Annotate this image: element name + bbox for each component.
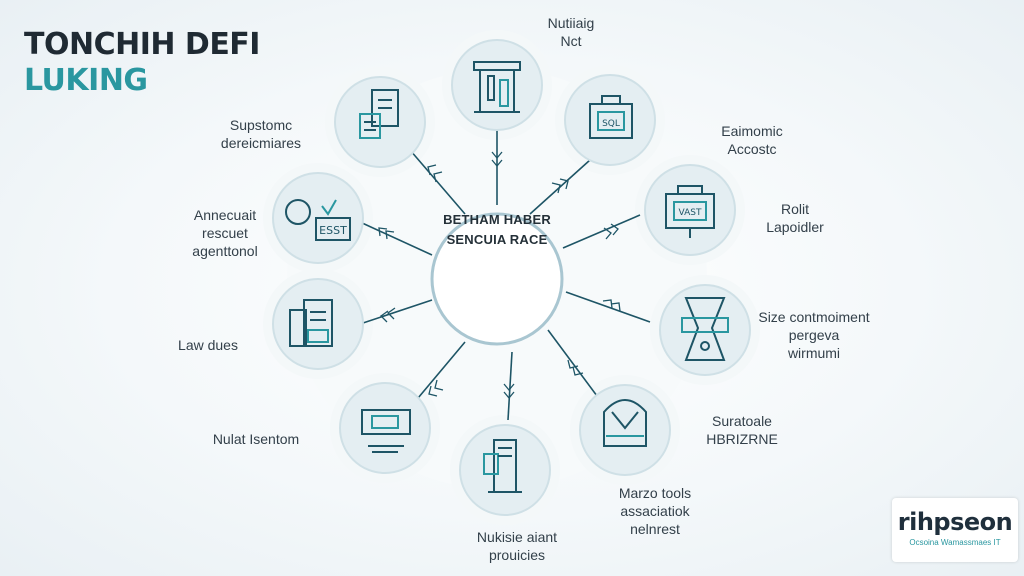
page-title: TONCHIH DEFI LUKING (24, 30, 260, 96)
hub-line-1: BETHAM HABER (443, 212, 551, 227)
label-line: Marzo tools (618, 485, 692, 501)
brand-logo: rihpseon Ocsoina Wamassmaes IT (892, 498, 1018, 562)
node-left-middle (272, 278, 364, 370)
label-line: prouicies (488, 547, 546, 563)
monitor-icon (361, 409, 411, 453)
label-line: Rolit (780, 201, 809, 217)
node-right-upper: VAST (644, 164, 736, 256)
label-right-lower: Suratoale HBRIZRNE (692, 412, 792, 448)
node-bottom-right (459, 424, 551, 516)
label-line: Nutiiaig (547, 15, 595, 31)
label-left-upper: Annecuait rescuet agenttonol (170, 206, 280, 260)
briefcase-document-icon: VAST (665, 185, 715, 238)
label-line: Law dues (178, 337, 238, 353)
svg-text:ESST: ESST (319, 224, 347, 237)
label-left-middle: Law dues (168, 336, 248, 354)
node-bottom (339, 382, 431, 474)
title-line-2: LUKING (24, 63, 148, 98)
logo-subtext: Ocsoina Wamassmaes IT (909, 538, 1001, 547)
label-bottom: Nukisie aiant prouicies (462, 528, 572, 564)
label-line: wirmumi (787, 345, 841, 361)
toolbox-sql-icon: SQL (589, 95, 633, 139)
hub-circle (430, 212, 564, 346)
label-right-upper: Rolit Lapoidler (750, 200, 840, 236)
label-line: Nukisie aiant (476, 529, 558, 545)
computer-tower-icon (483, 439, 522, 493)
node-left-upper: ESST (272, 172, 364, 264)
svg-text:SQL: SQL (602, 119, 620, 129)
label-bottom-right: Marzo tools assaciatiok nelnrest (600, 484, 710, 538)
label-line: rescuet (202, 225, 248, 241)
building-document-icon (289, 299, 333, 347)
backpack-icon (603, 399, 647, 447)
logo-text: rihpseon (897, 508, 1013, 536)
label-line: assaciatiok (620, 503, 690, 519)
label-left-lower: Nulat Isentom (194, 430, 318, 448)
label-line: Suratoale (712, 413, 772, 429)
label-line: Supstomc (229, 117, 293, 133)
label-line: HBRIZRNE (706, 431, 778, 447)
label-top-right: Eaimomic Accostc (702, 122, 802, 158)
label-line: Nulat Isentom (212, 431, 300, 447)
hub-label: BETHAM HABER SENCUIA RACE (438, 210, 556, 250)
label-line: dereicmiares (220, 135, 302, 151)
label-line: agenttonol (192, 243, 258, 259)
connector-ornaments (378, 151, 621, 400)
label-line: Annecuait (193, 207, 257, 223)
svg-text:VAST: VAST (679, 208, 702, 218)
label-line: pergeva (788, 327, 840, 343)
connectors (359, 128, 651, 421)
label-line: Size contmoiment (758, 309, 870, 325)
node-right-lower (579, 384, 671, 476)
label-right-middle: Size contmoiment pergeva wirmumi (752, 308, 876, 362)
label-line: Nct (560, 33, 582, 49)
node-top-left (334, 76, 426, 168)
hub-line-2: SENCUIA RACE (446, 232, 548, 247)
label-line: nelnrest (630, 521, 680, 537)
node-top (451, 39, 543, 131)
node-top-right: SQL (564, 74, 656, 166)
label-line: Lapoidler (766, 219, 824, 235)
badge-ribbon-icon (681, 297, 729, 361)
label-line: Eaimomic (721, 123, 783, 139)
title-line-1: TONCHIH DEFI (24, 27, 260, 62)
node-right-middle (659, 284, 751, 376)
tool-rack-icon (473, 61, 521, 113)
magnifier-esst-icon: ESST (285, 199, 351, 241)
label-top: Nutiiaig Nct (536, 14, 606, 50)
label-top-left: Supstomc dereicmiares (206, 116, 316, 152)
label-line: Accostc (727, 141, 777, 157)
document-checklist-icon (359, 89, 399, 139)
